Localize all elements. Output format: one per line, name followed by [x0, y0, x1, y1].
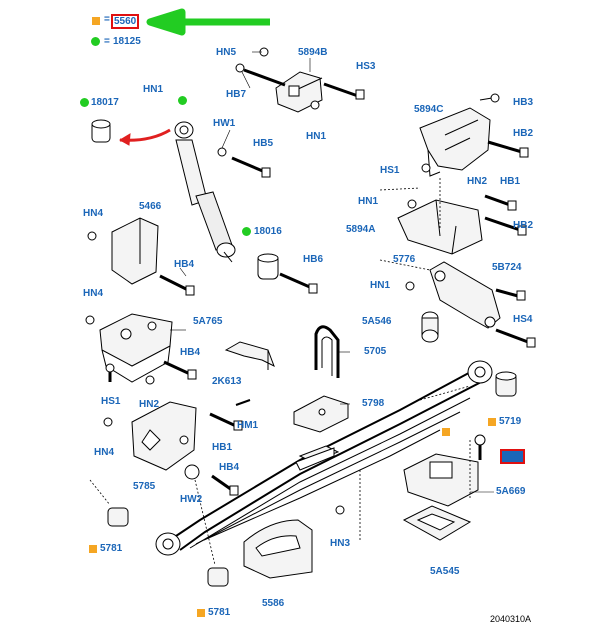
label-hn2-right: HN2 — [467, 176, 488, 187]
label-5894c: 5894C — [414, 104, 444, 115]
label-5a546: 5A546 — [362, 316, 392, 327]
bracket-5894b-drawing — [235, 47, 365, 113]
label-hs4: HS4 — [513, 314, 533, 325]
label-hb4-mid: HB4 — [180, 347, 201, 358]
label-5a765: 5A765 — [193, 316, 223, 327]
label-5466: 5466 — [139, 201, 162, 212]
label-hb1-right: HB1 — [500, 176, 521, 187]
label-hn3: HN3 — [330, 538, 351, 549]
green-dot-marker-icon — [91, 37, 100, 46]
figure-reference: 2040310A — [490, 614, 532, 624]
label-hn1-right: HN1 — [358, 196, 379, 207]
label-hb3: HB3 — [513, 97, 534, 108]
green-dot-marker-icon — [178, 96, 187, 105]
label-5894a: 5894A — [346, 224, 376, 235]
label-hb4-low: HB4 — [219, 462, 240, 473]
orange-square-marker-icon — [442, 428, 450, 436]
bracket-5894c-drawing — [419, 93, 529, 177]
label-hb5: HB5 — [253, 138, 274, 149]
label-5785: 5785 — [133, 481, 156, 492]
label-18016: 18016 — [254, 226, 282, 237]
label-18017: 18017 — [91, 97, 119, 108]
label-hn5: HN5 — [216, 47, 237, 58]
u-bolt-drawing — [314, 325, 340, 378]
label-hn1-top: HN1 — [306, 131, 327, 142]
label-5894b: 5894B — [298, 47, 328, 58]
label-hb4-left: HB4 — [174, 259, 195, 270]
label-hs-boxed: HS3 — [500, 449, 526, 464]
label-hn4-mid: HN4 — [83, 288, 104, 299]
hanger-5894a-drawing — [397, 194, 527, 255]
shock-absorber-drawing — [174, 121, 236, 263]
orange-square-marker-icon — [92, 17, 100, 25]
orange-square-marker-icon — [488, 418, 496, 426]
orange-square-marker-icon — [89, 545, 97, 553]
label-hn1-mid: HN1 — [370, 280, 391, 291]
label-hw2: HW2 — [180, 494, 203, 505]
shackle-5776-drawing — [405, 261, 536, 348]
bushing-5a546-drawing — [421, 311, 439, 343]
bracket-5466-drawing — [87, 217, 195, 296]
orange-square-marker-icon — [197, 609, 205, 617]
bracket-2k613-drawing — [145, 341, 275, 406]
label-hn4-top: HN4 — [83, 208, 104, 219]
label-hb2-right: HB2 — [513, 220, 534, 231]
label-hs3-top: HS3 — [356, 61, 376, 72]
legend-equals: = — [104, 14, 110, 25]
label-hn1-shock: HN1 — [143, 84, 164, 95]
label-2k613: 2K613 — [212, 376, 242, 387]
label-hw1: HW1 — [213, 118, 236, 129]
label-hb7: HB7 — [226, 89, 247, 100]
bracket-5a669-drawing — [403, 453, 479, 507]
hanger-5785-drawing — [103, 401, 243, 496]
label-hb6: HB6 — [303, 254, 324, 265]
label-5719: 5719 — [499, 416, 522, 427]
label-5781-b: 5781 — [208, 607, 231, 618]
label-hn4-low: HN4 — [94, 447, 115, 458]
plate-5a765-drawing — [85, 313, 197, 383]
label-hb1-left: HB1 — [212, 442, 233, 453]
label-5a545: 5A545 — [430, 566, 460, 577]
label-5798: 5798 — [362, 398, 385, 409]
label-5705: 5705 — [364, 346, 387, 357]
green-dot-marker-icon — [242, 227, 251, 236]
label-hm1: HM1 — [237, 420, 259, 431]
legend-dot-code: 18125 — [113, 36, 141, 47]
label-hn2-left: HN2 — [139, 399, 160, 410]
label-hs1-right: HS1 — [380, 165, 400, 176]
label-5a669: 5A669 — [496, 486, 526, 497]
label-5776: 5776 — [393, 254, 416, 265]
label-5b724: 5B724 — [492, 262, 522, 273]
legend-equals: = — [104, 36, 110, 47]
legend-square-code: 5560 — [111, 14, 140, 29]
label-hb2-top: HB2 — [513, 128, 534, 139]
label-5586: 5586 — [262, 598, 285, 609]
green-dot-marker-icon — [80, 98, 89, 107]
green-arrow-icon — [146, 8, 270, 36]
label-5781-a: 5781 — [100, 543, 123, 554]
label-hs1-left: HS1 — [101, 396, 121, 407]
leaf-spring-drawing — [155, 360, 493, 556]
